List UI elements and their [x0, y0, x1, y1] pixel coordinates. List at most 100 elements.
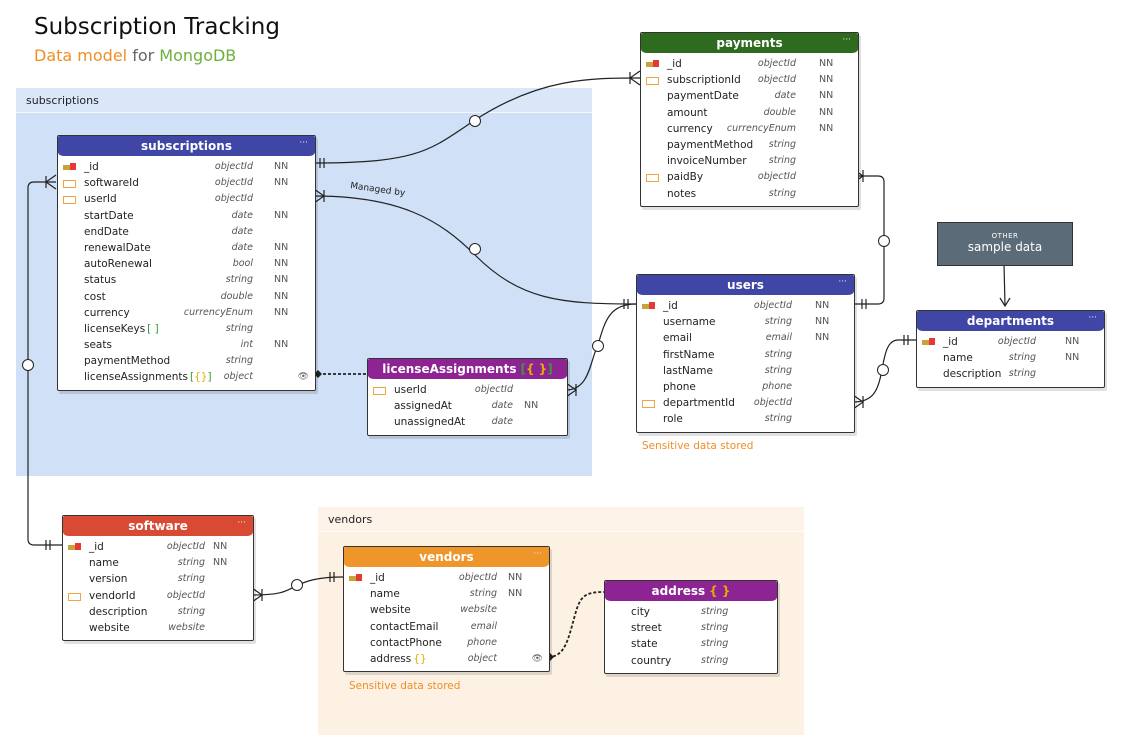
field-row[interactable]: licenseKeys[ ]string [58, 321, 315, 337]
field-name: contactEmail [370, 620, 439, 633]
field-type: objectId [757, 171, 796, 183]
field-name: unassignedAt [394, 416, 466, 429]
entity-menu-icon[interactable]: ··· [838, 277, 847, 287]
entity-menu-icon[interactable]: ··· [237, 518, 246, 528]
entity-header[interactable]: departments ··· [917, 311, 1104, 331]
entity-title: departments [966, 314, 1055, 328]
field-name: website [370, 604, 411, 617]
field-type-suffix: [ ] [147, 322, 159, 335]
entity-header[interactable]: vendors··· [344, 547, 549, 567]
entity-header[interactable]: subscriptions··· [58, 136, 315, 156]
entity-header[interactable]: users··· [637, 275, 854, 295]
field-name: email [663, 332, 692, 345]
subtitle-for: for [132, 46, 155, 65]
field-type: string [1008, 352, 1036, 364]
cardinality-marker [291, 579, 303, 591]
entity-header[interactable]: address{ } [605, 581, 777, 601]
entity-header[interactable]: payments··· [641, 33, 858, 53]
primary-key-icon [642, 302, 655, 310]
entity-menu-icon[interactable]: ··· [1088, 313, 1097, 323]
field-row[interactable]: address{}object👁 [344, 651, 549, 667]
field-row[interactable]: licenseAssignments[{}]object👁 [58, 369, 315, 385]
field-name: startDate [84, 209, 134, 222]
entity-menu-icon[interactable]: ··· [842, 35, 851, 45]
not-null-flag: NN [815, 332, 830, 344]
not-null-flag: NN [274, 274, 289, 286]
field-type-suffix: [{}] [189, 371, 212, 384]
other-sample-data-box[interactable]: OTHER sample data [937, 222, 1073, 266]
visibility-eye-icon[interactable]: 👁 [531, 653, 543, 664]
field-name: currency [84, 306, 130, 319]
entity-menu-icon[interactable]: ··· [533, 549, 542, 559]
field-type: double [763, 106, 796, 118]
entity-header[interactable]: software··· [63, 516, 253, 536]
field-type: string [1008, 368, 1036, 380]
entity-menu-icon[interactable]: ··· [299, 138, 308, 148]
not-null-flag: NN [274, 177, 289, 189]
visibility-eye-icon[interactable]: 👁 [297, 372, 309, 383]
not-null-flag: NN [274, 241, 289, 253]
not-null-flag: NN [1065, 352, 1080, 364]
entity-header[interactable]: licenseAssignments[{ }] [368, 359, 567, 379]
field-name: country [631, 654, 672, 667]
